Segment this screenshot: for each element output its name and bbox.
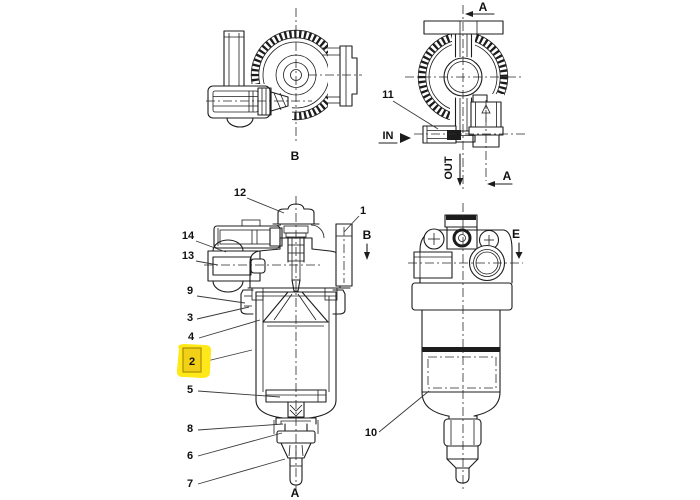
callout-10[interactable]: 10 — [365, 427, 377, 439]
bowl-valve — [273, 401, 319, 434]
callout-11[interactable]: 11 — [382, 89, 394, 101]
flow-out-label: OUT — [443, 156, 455, 180]
bowl-clamp — [240, 289, 346, 315]
top-flange — [423, 20, 504, 35]
left-arrowhead-icon — [487, 181, 495, 187]
callout-14[interactable]: 14 — [182, 230, 195, 242]
callout-12[interactable]: 12 — [234, 187, 246, 199]
section-marker-b: B — [363, 228, 372, 260]
head-cap — [444, 214, 478, 250]
hidden-element-outline — [427, 356, 497, 389]
filter-head-body — [247, 223, 353, 301]
right-arrowhead-icon — [400, 133, 411, 143]
callout-6[interactable]: 6 — [187, 450, 193, 462]
callout-3[interactable]: 3 — [187, 312, 193, 324]
callout-2-selected[interactable]: 2 — [189, 356, 195, 368]
callout-7[interactable]: 7 — [187, 478, 193, 490]
section-label-a-bottom: A — [503, 169, 512, 183]
callout-13[interactable]: 13 — [182, 250, 194, 262]
flow-in-label: IN — [383, 130, 394, 142]
view-label-b: B — [291, 149, 300, 163]
flow-in-marker: IN — [378, 130, 411, 144]
filter-body — [421, 309, 501, 420]
section-marker-a-top: A — [465, 0, 495, 17]
knurl-ring-nut — [411, 282, 513, 311]
view-head-side: B — [206, 8, 362, 163]
mount-bracket — [322, 45, 358, 107]
section-label-b: B — [363, 228, 372, 242]
section-marker-a-bottom: A — [487, 169, 513, 187]
selected-part-highlight[interactable] — [176, 344, 212, 378]
inlet-fitting — [422, 125, 461, 144]
primer-housing — [207, 85, 289, 128]
view-marker-e: E — [512, 227, 523, 259]
view-label-a: A — [291, 486, 300, 500]
view-assembled: E 10 — [365, 203, 523, 490]
neck — [454, 33, 473, 58]
diffuser-cone — [262, 291, 329, 327]
outlet-port — [468, 244, 506, 282]
head-body — [413, 228, 513, 284]
flow-out-marker: OUT — [443, 153, 463, 186]
leader-lines — [195, 197, 360, 485]
section-label-a-top: A — [479, 0, 488, 14]
callout-4[interactable]: 4 — [188, 331, 195, 343]
pipe-fitting — [223, 30, 245, 90]
callout-9[interactable]: 9 — [187, 285, 193, 297]
down-arrowhead-icon — [457, 178, 463, 186]
down-arrowhead-icon — [515, 252, 523, 259]
primer-barrel — [213, 219, 283, 249]
mount-bracket — [335, 223, 353, 287]
drain-assembly — [443, 418, 482, 484]
view-head-front: A A IN OUT 11 — [378, 0, 528, 190]
left-arrowhead-icon — [465, 11, 473, 17]
callout-1[interactable]: 1 — [360, 205, 366, 217]
view-exploded-section: B A 12 1 14 13 9 — [176, 187, 372, 500]
callout-5[interactable]: 5 — [187, 384, 193, 396]
view-label-e: E — [512, 227, 520, 241]
down-arrowhead-icon — [364, 252, 370, 260]
callout-8[interactable]: 8 — [187, 423, 193, 435]
